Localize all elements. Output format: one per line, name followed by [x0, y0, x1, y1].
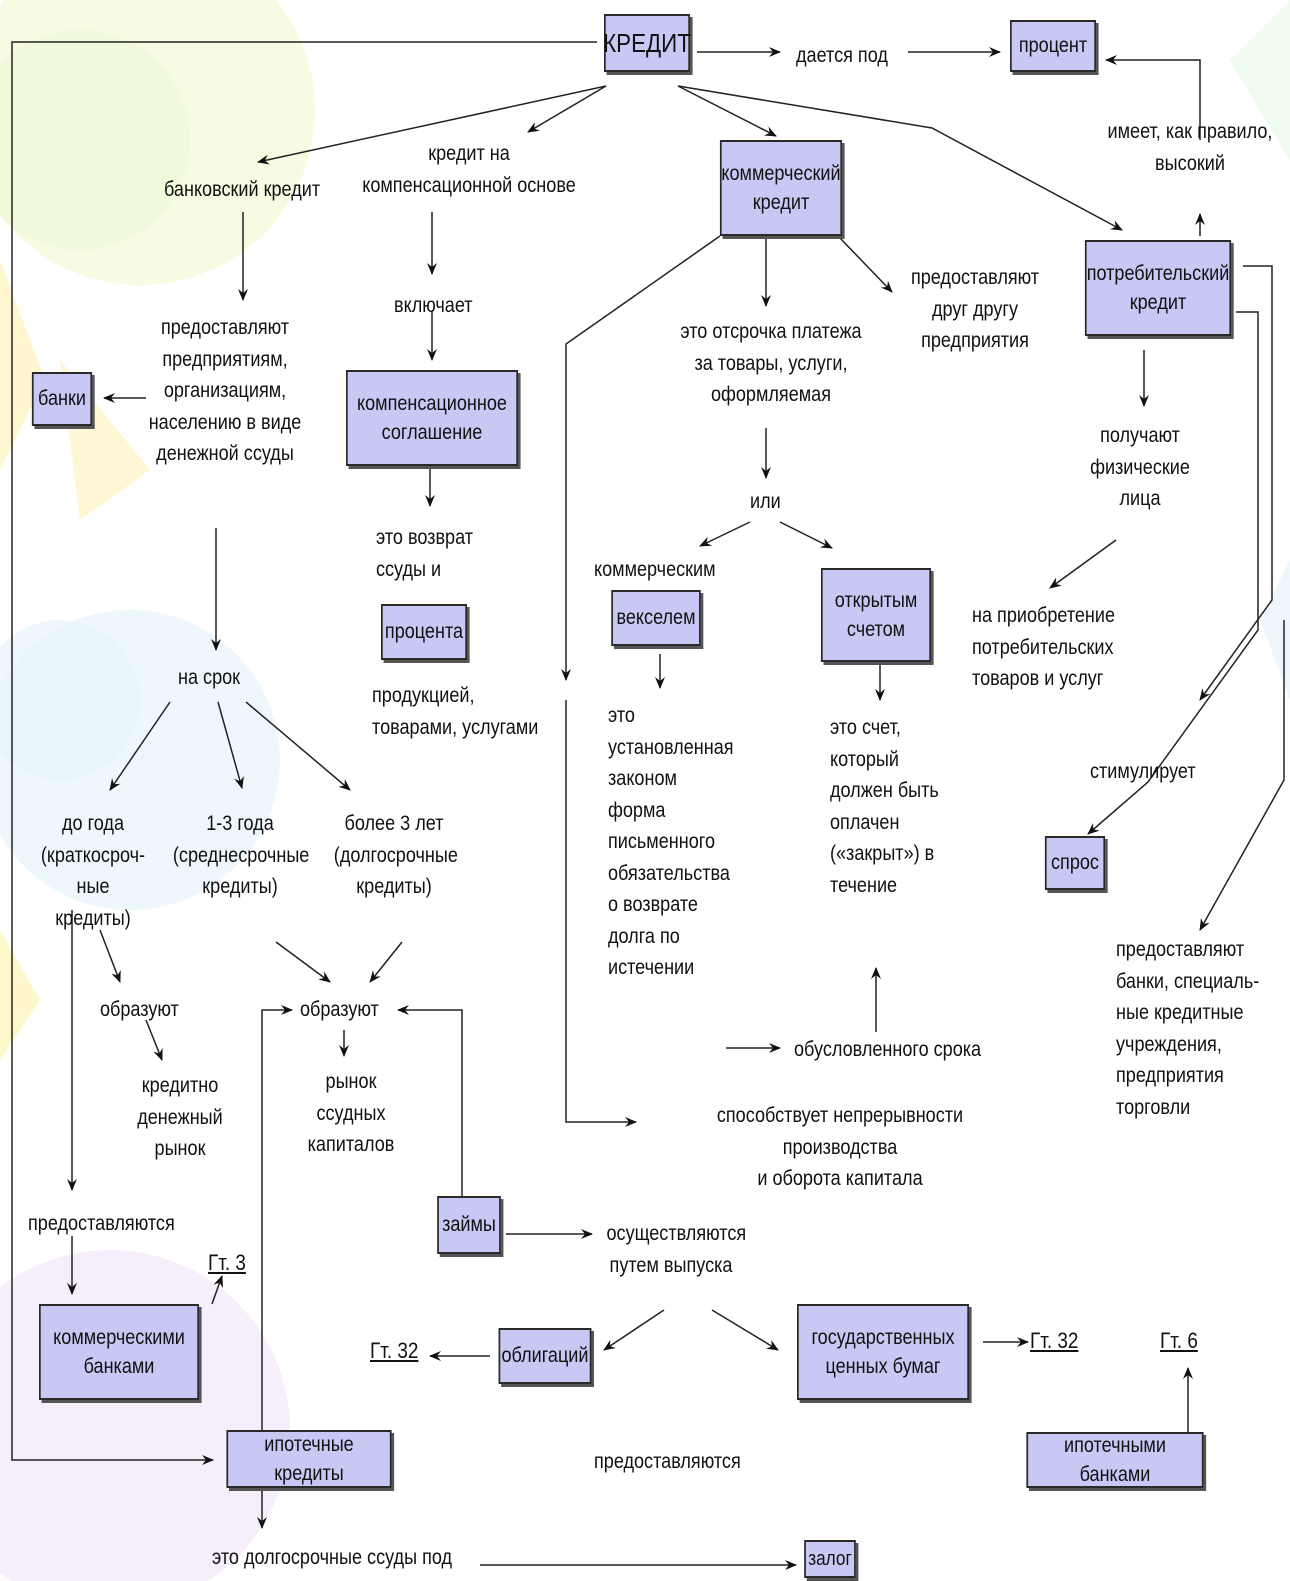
- connector-15: [109, 701, 171, 791]
- connector-26: [397, 1005, 463, 1196]
- ref-gt6[interactable]: Гт. 6: [1160, 1328, 1198, 1353]
- connector-19: [145, 1019, 163, 1061]
- connector-41: [699, 521, 751, 547]
- spros-box: спрос: [1044, 836, 1106, 890]
- label-veksel-definition: это установленная законом форма письменн…: [608, 704, 734, 979]
- label-kommercheskim: коммерческим: [594, 558, 716, 581]
- connector-50: [1087, 311, 1259, 835]
- label-kreditno-denezhny-rynok: кредитно денежный рынок: [137, 1074, 223, 1160]
- label-rynok-ssudnyh-kapitalov: рынок ссудных капиталов: [307, 1070, 395, 1156]
- ref-gt32-left[interactable]: Гт. 32: [370, 1338, 419, 1363]
- label-predostavlyayutsya-1: предоставляются: [28, 1212, 175, 1235]
- label-ili: или: [750, 490, 781, 513]
- connector-49: [1199, 265, 1273, 701]
- label-predostavlyayut-predpriyatiyam: предоставляют предприятиям, организациям…: [148, 316, 302, 465]
- obligaciy-box: облигаций: [498, 1328, 592, 1384]
- connector-48: [1049, 539, 1117, 589]
- label-predostavlyayutsya-2: предоставляются: [594, 1450, 741, 1473]
- connector-33: [211, 1275, 224, 1305]
- connector-28: [603, 1309, 665, 1351]
- label-osushchestvlyayutsya: осуществляются путем выпуска: [606, 1222, 747, 1277]
- connector-17: [245, 701, 351, 791]
- label-obuslovlennogo-sroka: обусловленного срока: [794, 1038, 982, 1061]
- label-poluchayut-fizicheskie-lica: получают физические лица: [1090, 424, 1190, 510]
- kompensacionnoe-soglashenie-box: компенсационное соглашение: [346, 370, 518, 466]
- ipotechnymi-bankami-box: ипотечными банками: [1026, 1432, 1204, 1488]
- kredit-box: КРЕДИТ: [603, 14, 691, 72]
- otkrytym-schetom-box: открытым счетом: [820, 568, 932, 662]
- connector-8: [677, 85, 1123, 231]
- zaymy-box: займы: [437, 1196, 501, 1254]
- label-predostavlyayut-banki: предоставляют банки, специаль- ные креди…: [1116, 938, 1260, 1119]
- connector-16: [217, 701, 244, 789]
- connector-37: [837, 235, 893, 293]
- connector-29: [711, 1309, 779, 1351]
- label-produkciey: продукцией, товарами, услугами: [372, 684, 539, 739]
- kommercheskimi-bankami-box: коммерческими банками: [39, 1304, 199, 1400]
- label-priobretenie: на приобретение потребительских товаров …: [972, 604, 1116, 690]
- label-obrazuyut-2: образуют: [300, 998, 379, 1021]
- connector-22: [275, 941, 331, 983]
- label-na-srok: на срок: [178, 666, 241, 689]
- connector-38: [561, 235, 721, 681]
- connector-25: [261, 1005, 293, 1430]
- label-bankovskiy-kredit: банковский кредит: [164, 178, 321, 201]
- connector-6: [527, 85, 607, 133]
- procent-box: процент: [1010, 20, 1096, 72]
- label-odin-tri-goda: 1-3 года (среднесрочные кредиты): [172, 812, 310, 898]
- connector-3: [1105, 55, 1201, 140]
- vekselem-box: векселем: [611, 590, 701, 646]
- connector-51: [1199, 620, 1285, 931]
- kommercheskiy-kredit-box: коммерческий кредит: [719, 140, 843, 236]
- ipotechnye-krediti-box: ипотечные кредиты: [226, 1430, 392, 1488]
- connector-23: [369, 941, 403, 983]
- label-dolgosrochnye-ssudy: это долгосрочные ссуды под: [212, 1546, 453, 1569]
- label-daetsya-pod: дается под: [796, 44, 888, 67]
- label-kompensacionnaya-osnova: кредит на компенсационной основе: [362, 142, 576, 197]
- connector-0: [11, 41, 597, 1465]
- label-vklyuchaet: включает: [394, 294, 473, 317]
- procenta-box: процента: [381, 604, 467, 660]
- label-sposobstvuet: способствует непрерывности производства …: [716, 1104, 964, 1190]
- gosudarstvennyh-bumag-box: государственных ценных бумаг: [797, 1304, 969, 1400]
- label-vozvrat-ssudy: это возврат ссуды и: [376, 526, 474, 581]
- label-otsrochka-platezha: это отсрочка платежа за товары, услуги, …: [680, 320, 862, 406]
- connector-42: [779, 521, 833, 549]
- connector-7: [677, 85, 777, 137]
- connector-18: [99, 929, 121, 983]
- label-stimuliruet: стимулирует: [1090, 760, 1196, 783]
- potrebitelskiy-kredit-box: потребительский кредит: [1084, 240, 1232, 336]
- connector-5: [257, 85, 607, 165]
- label-schet-definition: это счет, который должен быть оплачен («…: [830, 716, 939, 897]
- label-do-goda: до года (краткосроч- ные кредиты): [40, 812, 146, 930]
- zalog-box: залог: [804, 1540, 856, 1578]
- ref-gt32-right[interactable]: Гт. 32: [1030, 1328, 1079, 1353]
- label-obrazuyut-1: образуют: [100, 998, 179, 1021]
- label-drug-drugu: предоставляют друг другу предприятия: [910, 266, 1040, 352]
- label-bolee-tri-let: более 3 лет (долгосрочные кредиты): [333, 812, 458, 898]
- connector-39: [565, 700, 637, 1127]
- label-imeet-vysokiy: имеет, как правило, высокий: [1107, 120, 1273, 175]
- banki-box: банки: [31, 372, 93, 426]
- ref-gt3[interactable]: Гт. 3: [208, 1250, 246, 1275]
